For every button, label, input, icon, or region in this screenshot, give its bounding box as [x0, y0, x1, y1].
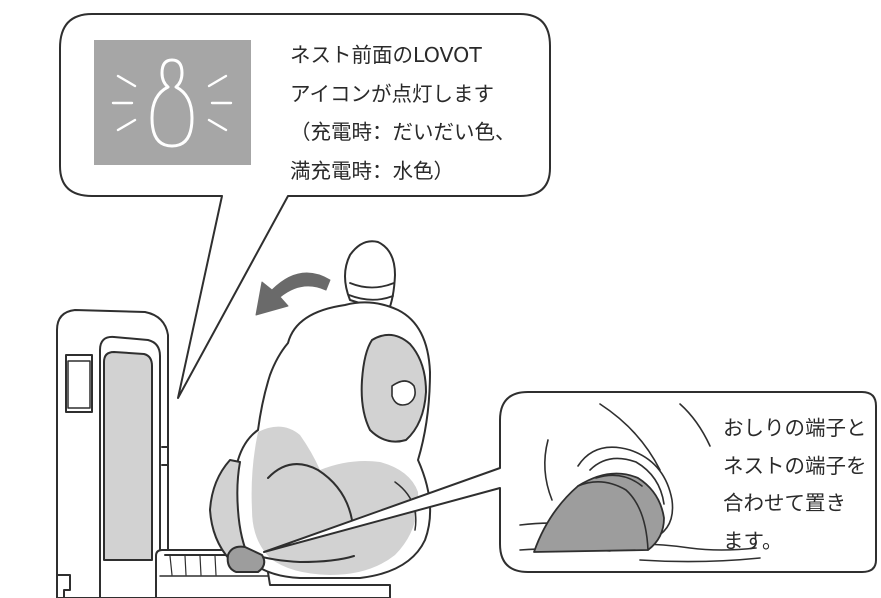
nest-charging-station	[56, 309, 391, 598]
nest-window	[103, 351, 153, 561]
nest-icon-description: ネスト前面のLOVOT アイコンが点灯します （充電時：だいだい色、 満充電時：…	[290, 36, 516, 190]
robot-rear-terminal	[226, 545, 266, 573]
lovot-robot	[209, 240, 432, 579]
instruction-line: おしりの端子と	[723, 416, 867, 440]
terminal-instruction: おしりの端子と ネストの端子を 合わせて置き ます。	[723, 410, 867, 560]
description-line: ネスト前面のLOVOT	[290, 43, 482, 67]
instruction-line: ます。	[723, 528, 783, 553]
description-line: アイコンが点灯します	[290, 81, 494, 106]
description-line: （充電時：だいだい色、	[290, 120, 516, 144]
terminal-closeup	[519, 403, 761, 563]
robot-horn	[344, 240, 396, 313]
terminal-plug	[533, 472, 665, 553]
callout-bottom	[263, 391, 877, 573]
curved-arrow-left-icon	[255, 272, 331, 316]
callout-top	[59, 13, 551, 399]
description-line: 満充電時：水色）	[290, 158, 454, 183]
lovot-icon	[94, 40, 251, 165]
instruction-line: ネストの端子を	[723, 453, 867, 478]
instruction-line: 合わせて置き	[723, 491, 846, 515]
